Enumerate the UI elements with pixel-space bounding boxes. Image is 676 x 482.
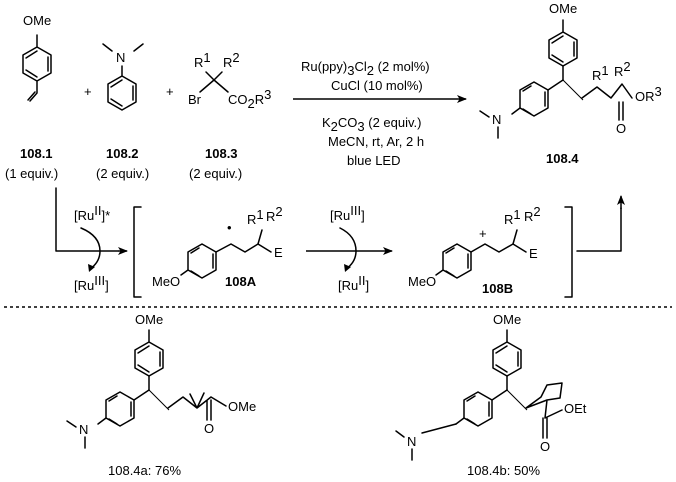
cation-sign: +	[479, 226, 487, 241]
ru3-in: [RuIII]	[330, 203, 365, 223]
n-label: N	[79, 422, 88, 437]
radical-dot: •	[227, 220, 232, 235]
ru-excited: [RuII]*	[74, 203, 110, 223]
svg-text:R1: R1	[194, 50, 211, 70]
svg-text:OR3: OR3	[635, 84, 662, 104]
ru3-out: [RuIII]	[74, 273, 109, 293]
catalyst-label: Ru(ppy)3Cl2 (2 mol%)	[301, 59, 430, 78]
solvent-label: MeCN, rt, Ar, 2 h	[328, 134, 424, 149]
example-id-108-4a: 108.4a: 76%	[108, 463, 181, 478]
svg-text:R1: R1	[592, 63, 609, 83]
intermediate-108B: MeO + R1 R2 E 108B	[408, 204, 541, 296]
mechanism: [RuII]* [RuIII] MeO • R1 R2 E 108A [RuII…	[55, 187, 625, 298]
carbonyl-o: O	[540, 439, 550, 454]
compound-id-108A: 108A	[225, 274, 257, 289]
plus-sign: +	[84, 84, 92, 99]
carbonyl-o: O	[204, 421, 214, 436]
product-108-4: OMe N R1 R2 OR3 O 108.4	[479, 1, 662, 166]
n-label: N	[407, 434, 416, 449]
methoxy-label: MeO	[152, 274, 180, 289]
methoxy-label: MeO	[408, 274, 436, 289]
reactant-108-2: N 108.2 (2 equiv.)	[96, 43, 149, 181]
base-label: K2CO3 (2 equiv.)	[322, 115, 421, 134]
example-108-4a: OMe N OMe O 108.4a: 76%	[66, 312, 256, 478]
ester-label: OEt	[564, 401, 587, 416]
svg-text:R1: R1	[247, 207, 264, 227]
methoxy-label: OMe	[135, 312, 163, 327]
example-id-108-4b: 108.4b: 50%	[467, 463, 540, 478]
svg-text:R2: R2	[614, 59, 631, 79]
methoxy-label: OMe	[493, 312, 521, 327]
equiv-108-2: (2 equiv.)	[96, 166, 149, 181]
equiv-108-3: (2 equiv.)	[189, 166, 242, 181]
svg-text:R2: R2	[266, 204, 283, 224]
compound-id-108-1: 108.1	[20, 146, 53, 161]
carbonyl-o: O	[616, 121, 626, 136]
methoxy-label: OMe	[549, 1, 577, 16]
compound-id-108-3: 108.3	[205, 146, 238, 161]
mechanism-path	[55, 187, 119, 252]
right-bracket	[564, 206, 573, 298]
intermediate-108A: MeO • R1 R2 E 108A	[152, 204, 283, 289]
reactant-108-1: OMe 108.1 (1 equiv.)	[5, 13, 58, 181]
compound-id-108-4: 108.4	[546, 151, 579, 166]
svg-text:R1: R1	[504, 207, 521, 227]
ester-label: OMe	[228, 399, 256, 414]
compound-id-108-2: 108.2	[106, 146, 139, 161]
svg-text:R2: R2	[524, 204, 541, 224]
methoxy-label: OMe	[23, 13, 51, 28]
example-108-4b: OMe N OEt O 108.4b: 50%	[395, 312, 587, 478]
e-label: E	[274, 245, 283, 260]
reactant-108-3: R1 R2 Br CO2R3 108.3 (2 equiv.)	[188, 50, 271, 181]
plus-sign: +	[166, 84, 174, 99]
cocatalyst-label: CuCl (10 mol%)	[331, 78, 423, 93]
bromo-label: Br	[188, 92, 202, 107]
svg-text:CO2R3: CO2R3	[228, 87, 271, 111]
compound-id-108B: 108B	[482, 281, 513, 296]
n-label: N	[116, 50, 125, 65]
svg-text:R2: R2	[223, 50, 240, 70]
n-label: N	[492, 112, 501, 127]
light-label: blue LED	[347, 153, 400, 168]
equiv-108-1: (1 equiv.)	[5, 166, 58, 181]
ru2-out: [RuII]	[338, 273, 369, 293]
e-label: E	[529, 246, 538, 261]
left-bracket	[133, 206, 142, 298]
